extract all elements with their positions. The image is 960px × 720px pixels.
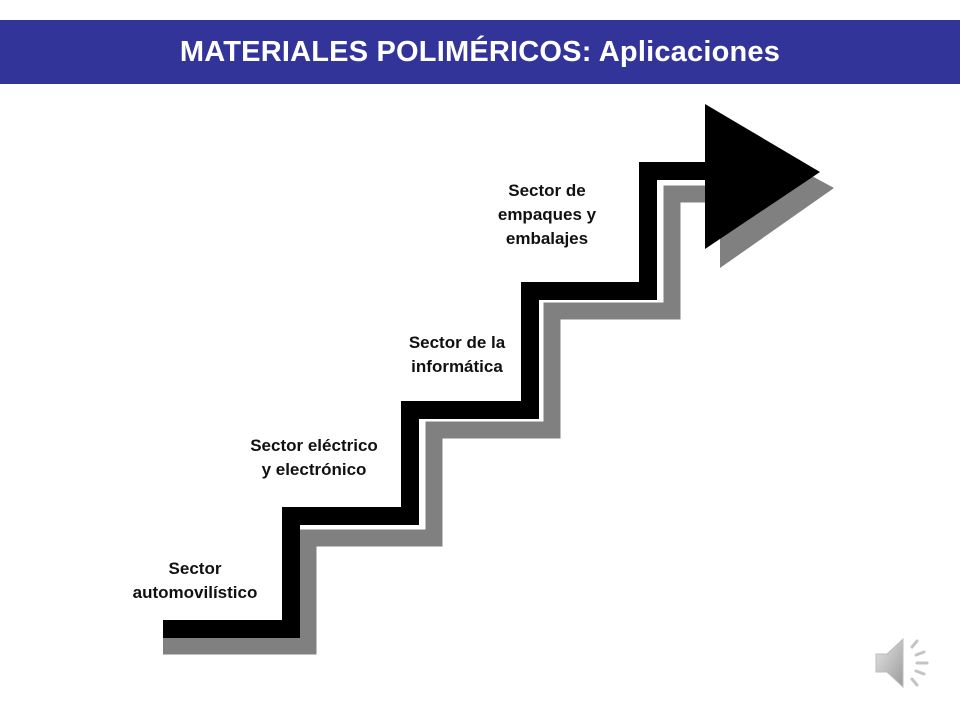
step-label-electrical: Sector eléctrico y electrónico xyxy=(250,436,378,479)
arrow-head xyxy=(705,104,820,249)
step-label-automotive: Sector automovilístico xyxy=(132,559,258,602)
slide-title: MATERIALES POLIMÉRICOS: Aplicaciones xyxy=(179,35,781,68)
step-label-packaging: Sector de empaques y embalajes xyxy=(497,181,597,248)
speaker-icon[interactable] xyxy=(872,633,938,693)
staircase-main xyxy=(163,104,820,638)
staircase-main-path xyxy=(163,162,706,638)
staircase-shadow-path xyxy=(163,185,720,655)
title-bar: MATERIALES POLIMÉRICOS: Aplicaciones xyxy=(0,20,960,84)
step-label-informatics: Sector de la informática xyxy=(408,333,506,376)
